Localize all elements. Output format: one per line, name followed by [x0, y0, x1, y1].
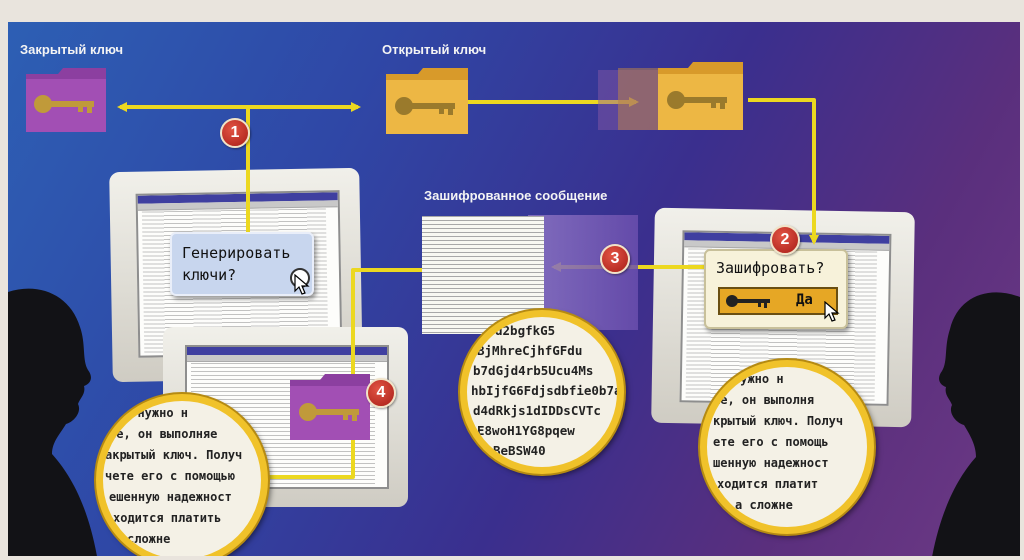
plain-text-magnifier: нужно н ке, он выполня крытый ключ. Полу… [700, 360, 874, 534]
sender-silhouette [8, 288, 97, 556]
mouse-cursor-icon [824, 301, 840, 322]
sent-public-key-folder-icon [598, 62, 743, 130]
encrypt-yes-label: Да [796, 292, 813, 308]
step-badge-2: 2 [770, 225, 800, 255]
decrypted-text-magnifier: о нужно н ие, он выполняе акрытый ключ. … [96, 394, 268, 556]
arrow-decrypted-out [247, 434, 355, 482]
encrypt-yes-button[interactable]: Да [718, 287, 838, 315]
decrypt-key-folder-icon [290, 374, 370, 440]
flow-arrows [26, 62, 819, 482]
step-badge-4: 4 [366, 378, 396, 408]
public-key-label: Открытый ключ [382, 42, 487, 57]
key-icon [726, 295, 770, 308]
private-key-label: Закрытый ключ [20, 42, 124, 57]
encrypt-dialog: Зашифровать? Да [704, 249, 848, 329]
decrypted-text-lines: о нужно н ие, он выполняе акрытый ключ. … [105, 406, 243, 546]
encrypted-text-magnifier: d2bgfkG5 BjMhreCjhfGFdu b7dGjd4rb5Ucu4Ms… [460, 310, 624, 474]
public-key-folder-icon [386, 68, 468, 134]
encrypt-question: Зашифровать? [716, 259, 825, 277]
plain-text-lines: нужно н ке, он выполня крытый ключ. Полу… [713, 372, 844, 512]
generate-keys-dialog: Генерировать ключи? [170, 232, 314, 296]
step-badge-3: 3 [600, 244, 630, 274]
step-badge-1: 1 [220, 118, 250, 148]
generate-keys-line1: Генерировать [182, 244, 291, 262]
private-key-folder-icon [26, 68, 106, 132]
encrypted-text-lines: d2bgfkG5 BjMhreCjhfGFdu b7dGjd4rb5Ucu4Ms… [471, 323, 622, 458]
encrypted-message-label: Зашифрованное сообщение [424, 188, 608, 203]
diagram-canvas: Закрытый ключ Открытый ключ Зашифрованно… [8, 22, 1020, 556]
receiver-silhouette [932, 292, 1020, 556]
arrow-to-decrypt [348, 268, 423, 385]
mouse-cursor-icon [294, 274, 310, 295]
arrow-to-encrypt [748, 98, 819, 245]
generate-keys-line2: ключи? [182, 266, 237, 284]
